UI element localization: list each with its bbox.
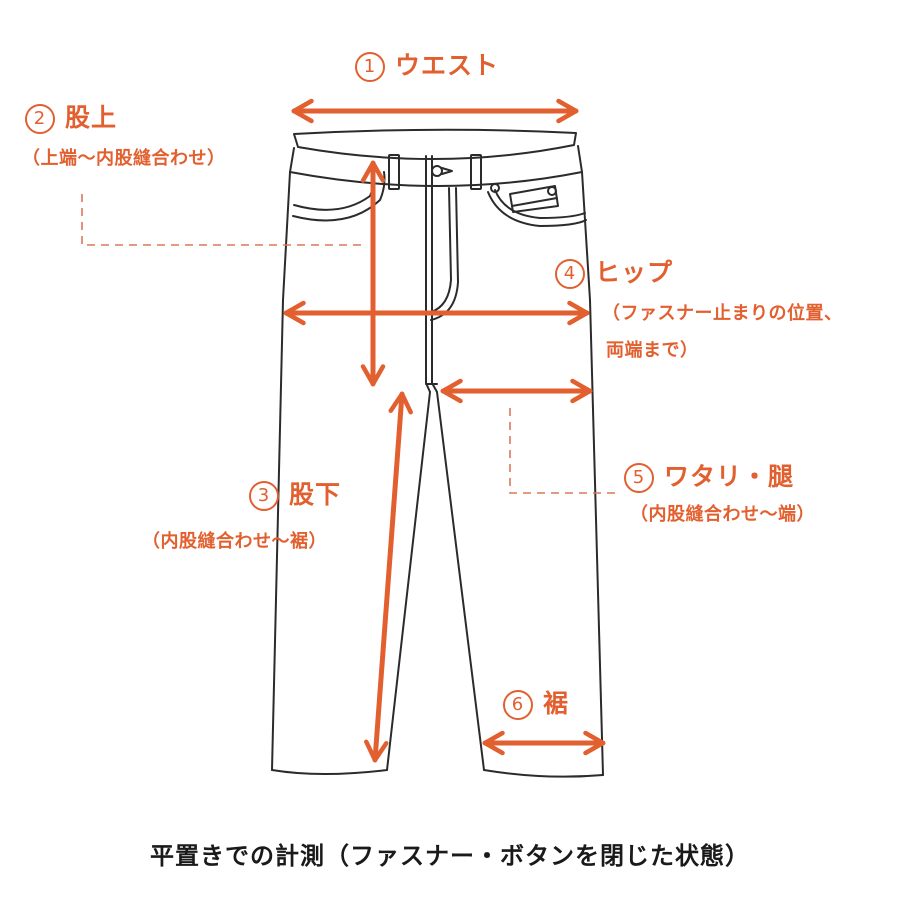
hip-label: 4 ヒップ (555, 259, 673, 289)
thigh-number-badge: 5 (624, 463, 654, 493)
hip-note-line1: （ファスナー止まりの位置、 (602, 303, 843, 324)
rise-number-badge: 2 (25, 104, 55, 134)
inseam-title: 股下 (289, 480, 342, 509)
thigh-label: 5 ワタリ・腿 (624, 463, 794, 493)
waist-number-badge: 1 (355, 52, 385, 82)
waist-label: 1 ウエスト (355, 52, 499, 82)
inseam-number-badge: 3 (249, 481, 279, 511)
thigh-note: （内股縫合わせ〜端） (630, 504, 815, 525)
rise-note: （上端〜内股縫合わせ） (22, 148, 226, 169)
pants-outline (271, 128, 604, 778)
waist-title: ウエスト (395, 51, 500, 80)
measurement-caption: 平置きでの計測（ファスナー・ボタンを閉じた状態） (150, 842, 750, 870)
inseam-label: 3 股下 (249, 481, 341, 511)
hip-note-line2: 両端まで） (606, 340, 699, 361)
hem-number-badge: 6 (503, 690, 533, 720)
leader-lines (81, 194, 620, 494)
inseam-arrow (364, 391, 413, 763)
thigh-title: ワタリ・腿 (664, 462, 795, 491)
rise-title: 股上 (65, 103, 118, 132)
hip-title: ヒップ (595, 258, 674, 287)
thigh-leader (509, 408, 620, 494)
hem-title: 裾 (543, 689, 570, 718)
inseam-note: （内股縫合わせ〜裾） (142, 531, 327, 552)
hip-number-badge: 4 (555, 259, 585, 289)
measurement-arrows (283, 98, 606, 763)
rise-label: 2 股上 (25, 104, 117, 134)
rise-leader (81, 194, 366, 246)
